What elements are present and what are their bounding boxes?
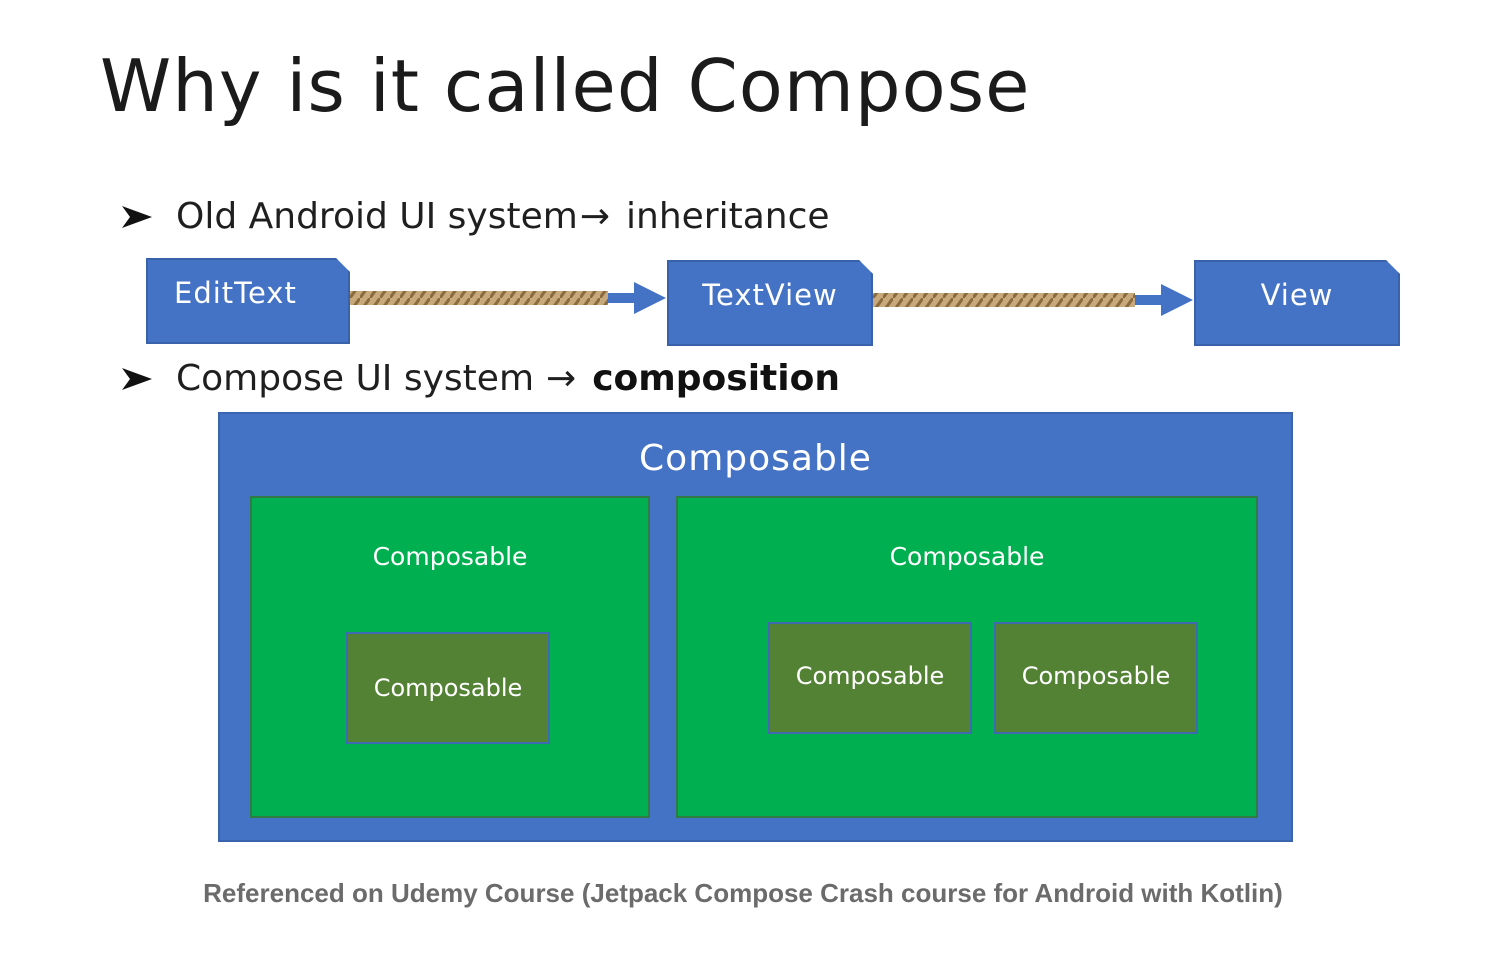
right-child-composable-box-1: Composable — [768, 622, 972, 734]
node-textview: TextView — [667, 260, 873, 346]
bullet-composition-arrow: → — [546, 358, 577, 399]
node-view: View — [1194, 260, 1400, 346]
rope-arrow-connector-2 — [873, 284, 1193, 316]
node-view-label: View — [1260, 278, 1334, 312]
bullet-arrowhead-icon — [120, 202, 156, 232]
image-caption: Referenced on Udemy Course (Jetpack Comp… — [203, 878, 1283, 908]
rope-arrow-connector-1 — [350, 282, 666, 314]
right-composable-label: Composable — [889, 542, 1045, 571]
bullet-inheritance: Old Android UI system → inheritance — [120, 196, 830, 237]
bullet-composition: Compose UI system → composition — [120, 358, 840, 399]
bullet-composition-term: composition — [592, 358, 840, 399]
slide-title: Why is it called Compose — [100, 44, 1031, 128]
outer-composable-label: Composable — [639, 438, 872, 479]
right-composable-box: Composable Composable Composable — [676, 496, 1258, 818]
node-edittext: EditText — [146, 258, 350, 344]
outer-composable-box: Composable Composable Composable Composa… — [218, 412, 1293, 842]
bullet-composition-text: Compose UI system — [176, 358, 535, 399]
bullet-inheritance-arrow: → — [579, 196, 610, 237]
left-child-composable-label: Composable — [373, 674, 523, 702]
left-composable-box: Composable Composable — [250, 496, 650, 818]
left-child-composable-box: Composable — [346, 632, 550, 744]
node-edittext-label: EditText — [174, 276, 297, 310]
node-textview-label: TextView — [702, 278, 838, 312]
right-child-composable-label-1: Composable — [795, 662, 945, 690]
bullet-inheritance-text: Old Android UI system — [176, 196, 578, 237]
bullet-arrowhead-icon — [120, 364, 156, 394]
right-child-composable-label-2: Composable — [1021, 662, 1171, 690]
bullet-inheritance-term: inheritance — [626, 196, 830, 237]
right-child-composable-box-2: Composable — [994, 622, 1198, 734]
left-composable-label: Composable — [372, 542, 528, 571]
